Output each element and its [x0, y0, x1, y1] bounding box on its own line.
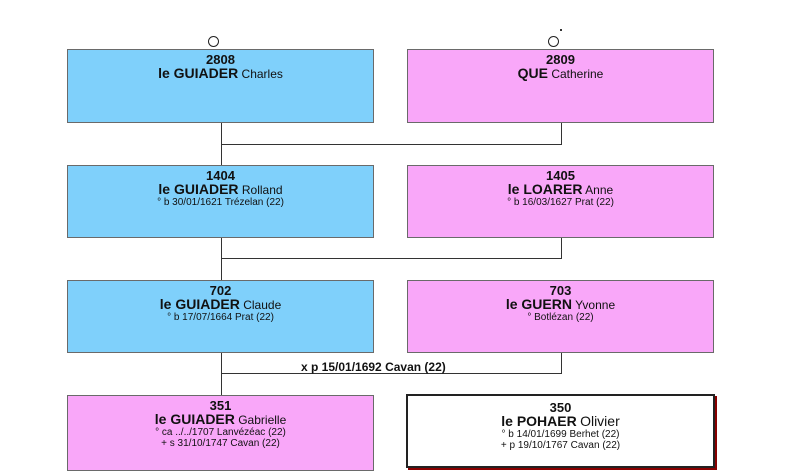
person-number: 350 — [549, 400, 572, 415]
ancestor-marker-icon — [208, 36, 219, 47]
person-name: QUE Catherine — [517, 65, 604, 81]
connector-line — [561, 123, 562, 145]
person-name: le GUIADER Gabrielle — [154, 411, 287, 427]
person-detail: ° b 16/03/1627 Prat (22) — [507, 197, 614, 208]
person-number: 1405 — [546, 168, 575, 183]
ancestor-marker-icon — [548, 36, 559, 47]
person-card-351[interactable]: 351 le GUIADER Gabrielle ° ca ../../1707… — [67, 395, 374, 471]
connector-line — [221, 258, 562, 259]
person-name: le GUIADER Rolland — [158, 181, 283, 197]
connector-line — [221, 373, 562, 374]
person-name: le POHAER Olivier — [501, 413, 620, 429]
person-card-1404[interactable]: 1404 le GUIADER Rolland ° b 30/01/1621 T… — [67, 165, 374, 238]
person-number: 1404 — [206, 168, 235, 183]
person-detail: + p 19/10/1767 Cavan (22) — [500, 440, 621, 451]
person-name: le GUIADER Claude — [159, 296, 282, 312]
person-card-703[interactable]: 703 le GUERN Yvonne ° Botlézan (22) — [407, 280, 714, 353]
person-detail: ° ca ../../1707 Lanvézéac (22) — [155, 427, 286, 438]
person-number: 2808 — [206, 52, 235, 67]
person-card-702[interactable]: 702 le GUIADER Claude ° b 17/07/1664 Pra… — [67, 280, 374, 353]
connector-line — [221, 238, 222, 280]
person-name: le GUIADER Charles — [158, 65, 283, 81]
person-detail: ° b 17/07/1664 Prat (22) — [167, 312, 274, 323]
person-card-350[interactable]: 350 le POHAER Olivier ° b 14/01/1699 Ber… — [406, 394, 715, 468]
connector-line — [221, 144, 562, 145]
person-number: 2809 — [546, 52, 575, 67]
marriage-label: x p 15/01/1692 Cavan (22) — [301, 360, 446, 374]
connector-line — [561, 238, 562, 259]
person-detail: ° Botlézan (22) — [527, 312, 594, 323]
person-card-2809[interactable]: 2809 QUE Catherine — [407, 49, 714, 123]
person-card-1405[interactable]: 1405 le LOARER Anne ° b 16/03/1627 Prat … — [407, 165, 714, 238]
person-number: 702 — [209, 283, 232, 298]
person-number: 703 — [549, 283, 572, 298]
person-detail: ° b 30/01/1621 Trézelan (22) — [157, 197, 284, 208]
person-detail: ° b 14/01/1699 Berhet (22) — [501, 429, 620, 440]
person-card-2808[interactable]: 2808 le GUIADER Charles — [67, 49, 374, 123]
person-name: le LOARER Anne — [507, 181, 614, 197]
connector-line — [560, 29, 562, 31]
person-number: 351 — [209, 398, 232, 413]
person-detail: + s 31/10/1747 Cavan (22) — [161, 438, 280, 449]
connector-line — [561, 353, 562, 374]
person-name: le GUERN Yvonne — [505, 296, 616, 312]
connector-line — [221, 353, 222, 395]
